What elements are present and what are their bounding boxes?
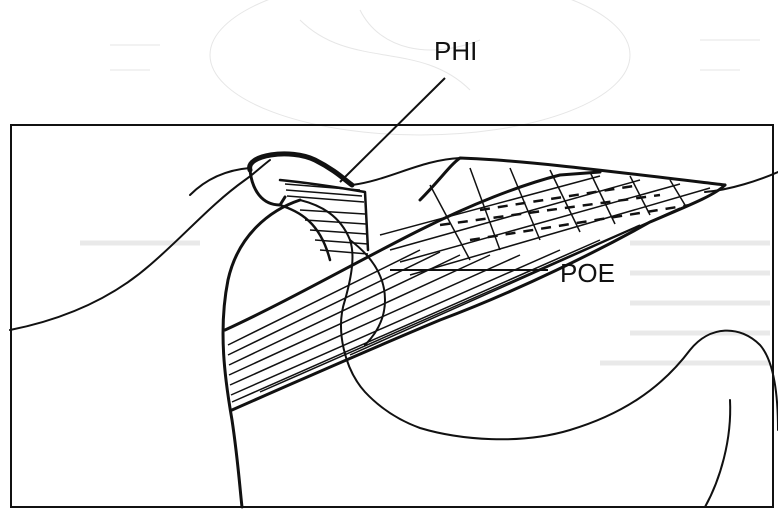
humerus-outline xyxy=(223,200,300,507)
acromion-shape xyxy=(250,170,285,205)
humeral-head xyxy=(341,300,778,439)
biceps-tendon xyxy=(280,180,368,260)
bleed-through-artifact xyxy=(110,0,760,135)
muscle-fan-top xyxy=(420,158,725,200)
phi-pointer-line xyxy=(340,78,445,182)
bleed-through-text xyxy=(80,243,770,363)
muscle-fiber-hatching xyxy=(228,168,710,402)
figure-frame xyxy=(11,125,773,507)
neck-contour xyxy=(190,168,250,195)
phi-label: PHI xyxy=(434,36,477,66)
poe-label: POE xyxy=(560,258,615,288)
muscle-dash-hatching xyxy=(440,185,690,240)
clavicle-outline xyxy=(250,154,352,185)
humerus-right-edge xyxy=(705,400,730,507)
